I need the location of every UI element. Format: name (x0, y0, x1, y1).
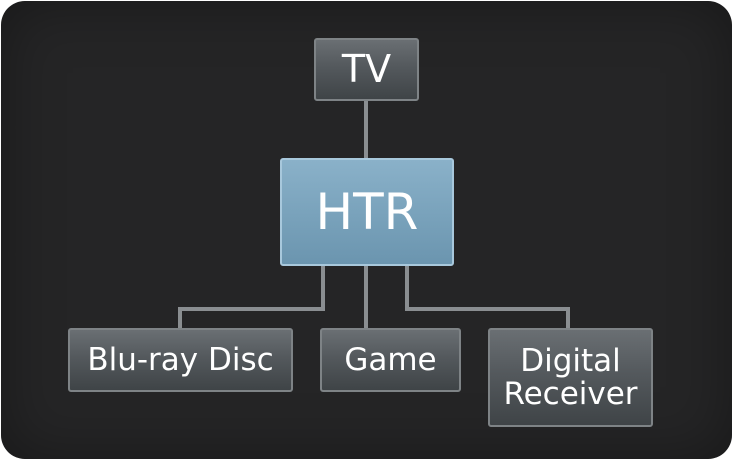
node-htr-label: HTR (315, 182, 419, 241)
node-blu-ray-disc-label: Blu-ray Disc (87, 341, 274, 378)
node-digital-receiver-label: Digital Receiver (503, 342, 638, 412)
node-tv: TV (314, 38, 419, 101)
node-game-label: Game (344, 341, 437, 378)
node-digital-receiver: Digital Receiver (488, 328, 653, 427)
node-tv-label: TV (341, 46, 392, 91)
node-game: Game (320, 328, 461, 392)
node-htr: HTR (280, 158, 454, 266)
edge-htr-digital (405, 266, 570, 328)
edge-htr-bluray (178, 266, 325, 328)
node-blu-ray-disc: Blu-ray Disc (68, 328, 293, 392)
